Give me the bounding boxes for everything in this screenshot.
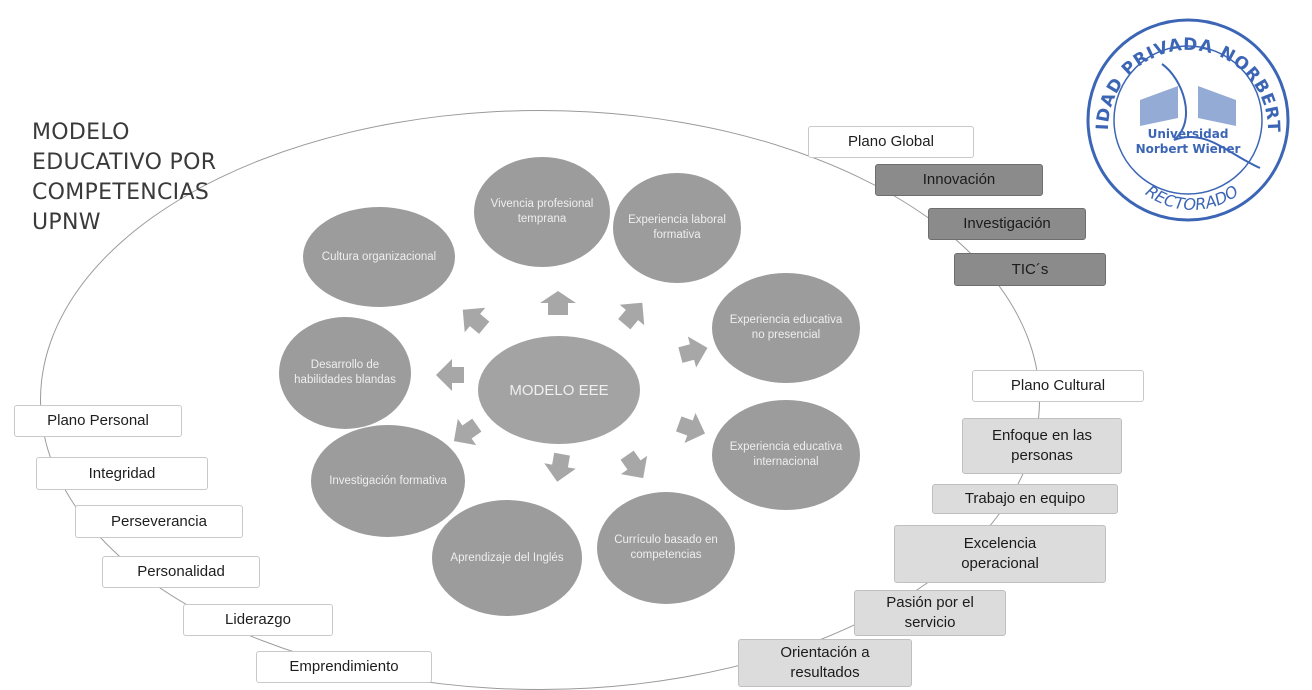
svg-text:Norbert Wiener: Norbert Wiener [1136,142,1241,156]
title-line-3: COMPETENCIAS [32,180,210,205]
global-item-innovacion: Innovación [875,164,1043,196]
svg-text:Universidad: Universidad [1148,127,1229,141]
arrow-right-lower-icon [675,412,706,444]
title-line-2: EDUCATIVO POR [32,150,217,175]
title-line-1: MODELO [32,120,130,145]
arrow-down-icon [544,452,576,482]
arrow-left-icon [436,359,464,391]
node-cultura-organizacional: Cultura organizacional [303,207,455,307]
global-item-investigacion: Investigación [928,208,1086,240]
arrow-downright-icon [620,450,648,479]
node-curriculo-competencias: Currículo basado en competencias [597,492,735,604]
cultural-item-orientacion-resultados: Orientación a resultados [738,639,912,687]
personal-item-personalidad: Personalidad [102,556,260,588]
node-investigacion-formativa: Investigación formativa [311,425,465,537]
svg-text:UNIVERSIDAD PRIVADA NORBERT WI: UNIVERSIDAD PRIVADA NORBERT WIENER [1078,8,1283,133]
cultural-item-trabajo-equipo: Trabajo en equipo [932,484,1118,514]
node-experiencia-laboral: Experiencia laboral formativa [613,173,741,283]
plano-cultural-label: Plano Cultural [972,370,1144,402]
cultural-item-enfoque-personas: Enfoque en las personas [962,418,1122,474]
global-item-tics: TIC´s [954,253,1106,286]
personal-item-emprendimiento: Emprendimiento [256,651,432,683]
title-line-4: UPNW [32,210,101,235]
personal-item-integridad: Integridad [36,457,208,490]
node-vivencia-profesional: Vivencia profesional temprana [474,157,610,267]
center-modelo-eee: MODELO EEE [478,336,640,444]
cultural-item-excelencia-operacional: Excelencia operacional [894,525,1106,583]
node-experiencia-no-presencial: Experiencia educativa no presencial [712,273,860,383]
svg-text:RECTORADO: RECTORADO [1142,181,1241,214]
diagram-title: MODELO EDUCATIVO POR COMPETENCIAS UPNW [32,118,272,238]
node-aprendizaje-ingles: Aprendizaje del Inglés [432,500,582,616]
plano-personal-label: Plano Personal [14,405,182,437]
arrow-downleft-icon [453,418,482,446]
personal-item-perseverancia: Perseverancia [75,505,243,538]
arrow-right-upper-icon [678,336,708,368]
plano-global-label: Plano Global [808,126,974,158]
arrow-up-icon [540,291,576,315]
cultural-item-pasion-servicio: Pasión por el servicio [854,590,1006,636]
arrow-upright-icon [618,302,645,330]
arrow-upleft-icon [462,307,490,334]
personal-item-liderazgo: Liderazgo [183,604,333,636]
university-seal: UNIVERSIDAD PRIVADA NORBERT WIENER RECTO… [1078,8,1290,222]
node-habilidades-blandas: Desarrollo de habilidades blandas [279,317,411,429]
node-experiencia-internacional: Experiencia educativa internacional [712,400,860,510]
